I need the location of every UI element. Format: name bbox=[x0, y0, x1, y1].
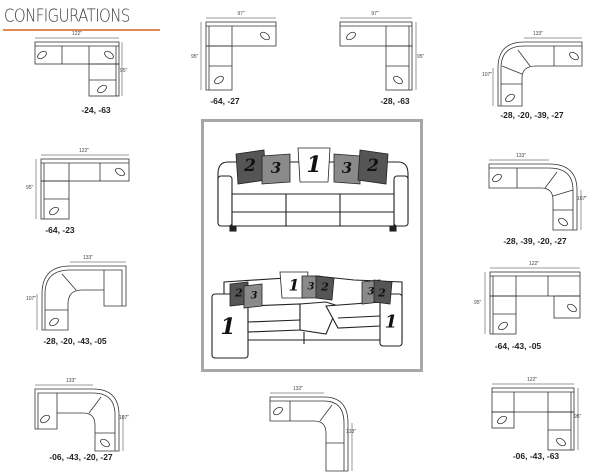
sectional-pillow-number: 2 bbox=[378, 286, 386, 300]
c10-diagram bbox=[269, 392, 353, 472]
c2-depth-label: 95" bbox=[191, 54, 199, 60]
c11-width-label: 122" bbox=[526, 377, 538, 383]
c3-code: -28, -63 bbox=[380, 96, 410, 106]
sofa-pillow-number: 2 bbox=[244, 156, 256, 176]
sofa-pillow-number: 3 bbox=[270, 159, 282, 177]
c11-code: -06, -43, -63 bbox=[512, 451, 560, 461]
c7-diagram bbox=[36, 261, 127, 331]
c4-depth-label: 107" bbox=[482, 72, 493, 78]
c9-diagram bbox=[34, 384, 124, 452]
c11-depth-label: 95" bbox=[574, 414, 582, 420]
c3-depth-label: 95" bbox=[417, 54, 425, 60]
sofa-pillow-number: 2 bbox=[367, 156, 379, 176]
c2-diagram bbox=[200, 17, 277, 91]
c7-code: -28, -20, -43, -05 bbox=[43, 336, 107, 346]
sectional-pillow-number: 2 bbox=[321, 280, 329, 294]
c9-width-label: 133" bbox=[65, 378, 77, 384]
c4-width-label: 133" bbox=[532, 31, 544, 37]
c8-depth-label: 95" bbox=[474, 300, 482, 306]
sofa-illustrations bbox=[211, 147, 409, 359]
sofa-pillow-number: 3 bbox=[341, 159, 353, 177]
configuration-c6[interactable]: 133" 107" -28, -39, -20, -27 bbox=[487, 153, 588, 248]
sofa-pillow-number: 1 bbox=[306, 152, 322, 178]
c5-width-label: 122" bbox=[78, 148, 90, 154]
c7-width-label: 133" bbox=[82, 255, 94, 261]
c10-width-label: 132" bbox=[292, 386, 304, 392]
sectional-pillow-number: 3 bbox=[250, 290, 258, 302]
c10-depth-label: 133" bbox=[346, 429, 357, 435]
c7-depth-label: 107" bbox=[26, 296, 37, 302]
c2-code: -64, -27 bbox=[210, 96, 240, 106]
c1-depth-label: 95" bbox=[120, 68, 128, 74]
configuration-c3[interactable]: 97" 95" -28, -63 bbox=[339, 11, 424, 108]
c4-diagram bbox=[492, 37, 583, 107]
configuration-c5[interactable]: 122" 95" -64, -23 bbox=[26, 148, 135, 235]
configuration-c11[interactable]: 122" 95" -06, -43, -63 bbox=[490, 377, 590, 470]
c5-depth-label: 95" bbox=[26, 185, 34, 191]
c6-depth-label: 107" bbox=[577, 196, 588, 202]
c8-code: -64, -43, -05 bbox=[494, 341, 542, 351]
configuration-c10[interactable]: 132" 133" bbox=[268, 386, 360, 472]
configuration-c9[interactable]: 133" 107" -06, -43, -20, -27 bbox=[33, 378, 130, 470]
c1-width-label: 122" bbox=[71, 31, 83, 37]
c9-depth-label: 107" bbox=[119, 415, 130, 421]
sectional-pillow-number: 1 bbox=[288, 275, 300, 295]
c2-width-label: 97" bbox=[237, 11, 245, 17]
c1-diagram bbox=[34, 37, 123, 97]
c8-width-label: 122" bbox=[528, 261, 540, 267]
page-title: CONFIGURATIONS bbox=[4, 5, 130, 27]
c9-code: -06, -43, -20, -27 bbox=[49, 452, 113, 462]
sectional-pillow-number: 2 bbox=[235, 286, 243, 300]
title-underline bbox=[3, 29, 160, 31]
configuration-c7[interactable]: 133" 107" -28, -20, -43, -05 bbox=[26, 255, 135, 350]
configuration-c8[interactable]: 122" 95" -64, -43, -05 bbox=[474, 261, 588, 354]
configuration-c2[interactable]: 97" 95" -64, -27 bbox=[191, 11, 285, 108]
c11-diagram bbox=[491, 383, 579, 451]
sectional-pillow-number: 3 bbox=[307, 281, 315, 293]
pillow-legend-box: 2 3 1 3 2 2 3 1 3 2 3 2 1 1 bbox=[201, 119, 423, 372]
c1-code: -24, -63 bbox=[81, 105, 111, 115]
c6-diagram bbox=[488, 159, 582, 231]
configuration-c1[interactable]: 122" 95" -24, -63 bbox=[34, 31, 128, 118]
c5-code: -64, -23 bbox=[45, 225, 75, 235]
configuration-c4[interactable]: 133" 107" -28, -20, -39, -27 bbox=[482, 31, 591, 120]
c5-diagram bbox=[35, 154, 130, 220]
c8-diagram bbox=[484, 267, 581, 335]
c6-width-label: 133" bbox=[515, 153, 527, 159]
c3-width-label: 97" bbox=[371, 11, 379, 17]
sectional-arm-number: 1 bbox=[384, 311, 398, 333]
c6-code: -28, -39, -20, -27 bbox=[503, 236, 567, 246]
c3-diagram bbox=[339, 17, 417, 91]
c4-code: -28, -20, -39, -27 bbox=[500, 110, 564, 120]
sectional-pillow-number: 3 bbox=[367, 286, 375, 298]
sectional-arm-number: 1 bbox=[220, 314, 236, 340]
